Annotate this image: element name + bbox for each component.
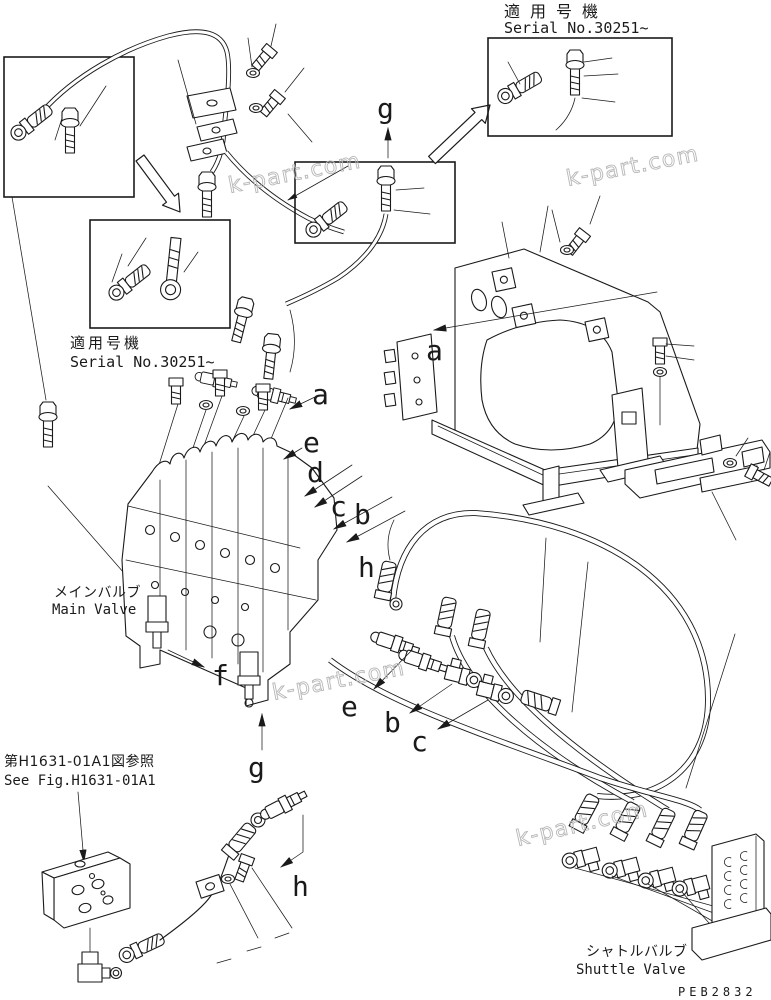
watermark-top-right: k-part.com — [564, 142, 701, 192]
callout-h-hoses: h — [358, 551, 375, 584]
callout-a-frame: a — [426, 334, 443, 367]
reference-block-assembly: 第H1631-01A1図参照 See Fig.H1631-01A1 — [4, 753, 310, 983]
main-valve-label-jp: メインバルブ — [54, 584, 141, 601]
top-right-inset-title-jp: 適用号機 — [504, 2, 608, 21]
callout-h-bolt: h — [292, 870, 309, 903]
reference-note-en: See Fig.H1631-01A1 — [4, 773, 156, 789]
top-right-inset-title-en: Serial No.30251~ — [504, 19, 649, 37]
callout-e-fitting: e — [341, 690, 358, 723]
callout-b-valve: b — [354, 498, 371, 531]
mounting-frame — [383, 195, 771, 541]
callout-a-valve: a — [312, 378, 329, 411]
valve-callouts: a e d c b h f g — [167, 378, 406, 784]
block-arrow-to-left-inset — [135, 154, 181, 213]
inset-box-top-left — [3, 29, 232, 629]
shuttle-valve: シャトルバルブ Shuttle Valve — [559, 791, 771, 978]
callout-c-valve: c — [330, 490, 347, 523]
callout-b-fitting: b — [384, 706, 401, 739]
callout-d-valve: d — [307, 456, 324, 489]
reference-note-jp: 第H1631-01A1図参照 — [4, 753, 155, 770]
figure-code: PEB2832 — [678, 985, 757, 999]
fitting-left-column — [38, 401, 58, 448]
pipe-clamp-assembly — [177, 23, 345, 235]
shuttle-hoses — [328, 509, 736, 813]
detail-box-center — [285, 161, 456, 307]
callout-g-top: g — [377, 92, 394, 125]
shuttle-valve-label-jp: シャトルバルブ — [586, 943, 688, 960]
block-arrow-to-top-right-inset — [428, 104, 491, 165]
callout-c-fitting: c — [411, 725, 428, 758]
loose-fittings-row: e b c — [341, 597, 562, 758]
shuttle-valve-label-en: Shuttle Valve — [576, 962, 686, 978]
main-valve-label-en: Main Valve — [52, 602, 136, 618]
callout-f-valve: f — [212, 659, 229, 692]
left-inset-title-jp: 適用号機 — [70, 334, 142, 352]
left-inset-title-en: Serial No.30251~ — [70, 353, 215, 371]
main-valve: メインバルブ Main Valve — [52, 432, 338, 708]
callout-e-valve: e — [303, 426, 320, 459]
inset-box-left: 適用号機 Serial No.30251~ — [70, 219, 231, 371]
callout-g-bottom: g — [248, 751, 265, 784]
inset-box-top-right: 適用号機 Serial No.30251~ — [487, 2, 673, 137]
